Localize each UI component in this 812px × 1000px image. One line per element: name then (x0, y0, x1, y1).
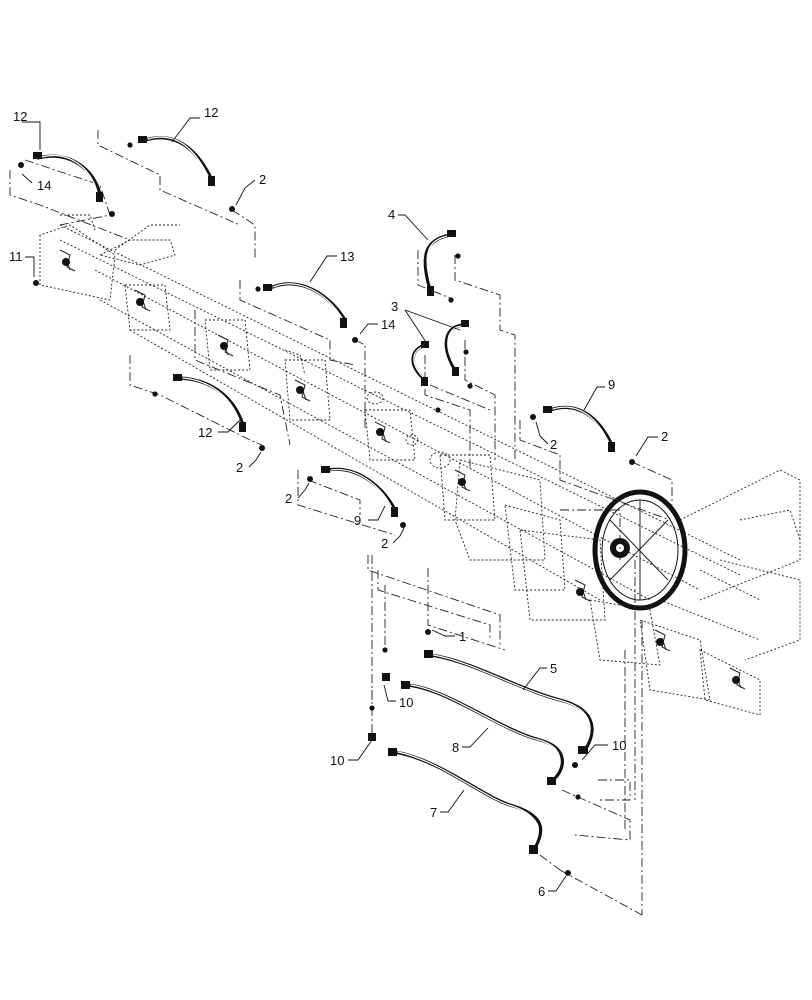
hose-13 (255, 282, 358, 343)
hose-5 (424, 629, 594, 754)
callout-2-lower-left: 2 (236, 460, 243, 475)
callout-6: 6 (538, 884, 545, 899)
hose-12-top-left (18, 152, 115, 217)
callout-12-top: 12 (204, 105, 218, 120)
callout-12-top-left: 12 (13, 109, 27, 124)
fitting-10-right (572, 762, 578, 768)
callout-2-lower-right: 2 (381, 536, 388, 551)
hose-4 (423, 230, 461, 303)
fitting-11 (33, 280, 39, 286)
hose-12-top (127, 136, 235, 212)
callout-2-right-a: 2 (550, 437, 557, 452)
hose-3-b (444, 320, 473, 389)
routing-lines (9, 130, 673, 916)
callout-2-top: 2 (259, 172, 266, 187)
callout-labels: 12 14 11 12 2 4 13 14 3 9 2 2 12 2 2 9 2… (9, 105, 668, 899)
leader-lines (21, 117, 658, 892)
callout-2-lower-mid: 2 (285, 491, 292, 506)
callout-13: 13 (340, 249, 354, 264)
toolbar-frame (39, 214, 801, 716)
callout-10-right: 10 (612, 738, 626, 753)
callout-3: 3 (391, 299, 398, 314)
callout-10-left: 10 (330, 753, 344, 768)
hose-9-right (530, 405, 635, 465)
hose-7 (368, 705, 543, 854)
gauge-wheel (592, 489, 688, 611)
callout-1: 1 (459, 629, 466, 644)
callout-4: 4 (388, 207, 395, 222)
callout-10-mid: 10 (399, 695, 413, 710)
callout-9-right: 9 (608, 377, 615, 392)
hose-8 (382, 647, 564, 785)
fitting-6 (565, 870, 571, 876)
hose-9-lower (307, 466, 406, 528)
callout-11: 11 (9, 249, 23, 264)
hose-3-a (411, 341, 441, 413)
callout-2-right-b: 2 (661, 429, 668, 444)
callout-9-lower: 9 (354, 513, 361, 528)
callout-5: 5 (550, 661, 557, 676)
hose-12-lower-left (152, 374, 265, 451)
hoses (18, 136, 635, 876)
row-unit-markings (59, 249, 746, 690)
callout-7: 7 (430, 805, 437, 820)
callout-14-top-left: 14 (37, 178, 51, 193)
callout-8: 8 (452, 740, 459, 755)
callout-14-center: 14 (381, 317, 395, 332)
callout-12-lower-left: 12 (198, 425, 212, 440)
